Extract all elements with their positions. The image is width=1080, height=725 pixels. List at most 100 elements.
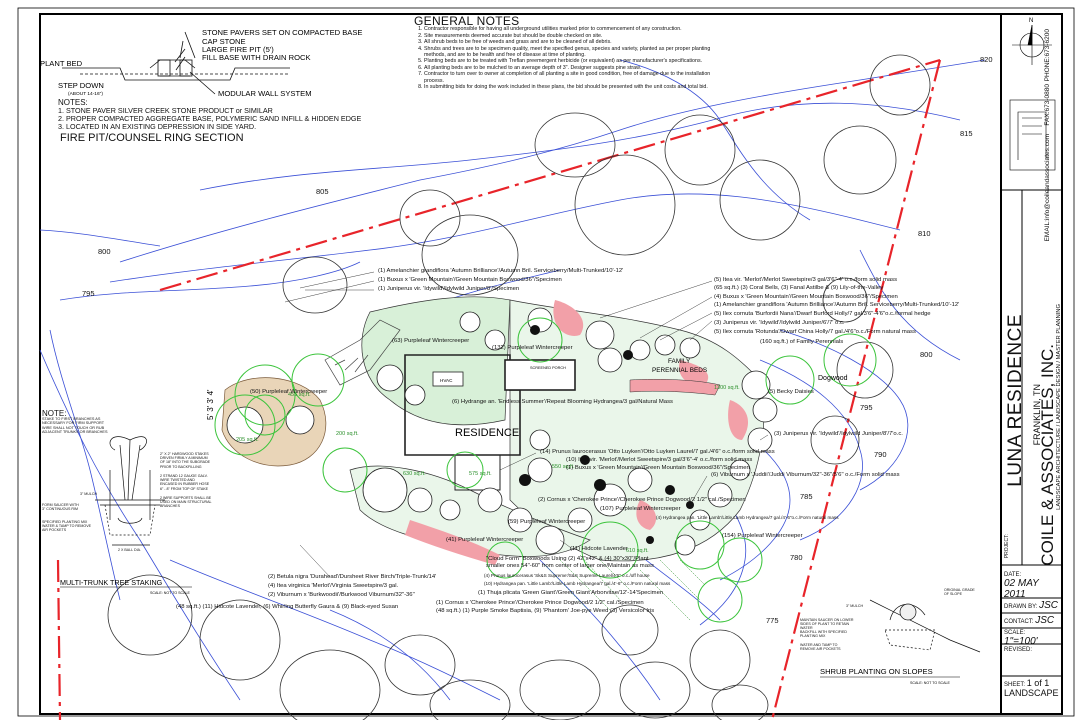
plant-label: (11) Hidcote Lavender (570, 546, 628, 552)
staking-note-title: NOTE: (42, 409, 67, 418)
svg-text:1300 sq.ft.: 1300 sq.ft. (714, 385, 740, 391)
outer-border (17, 7, 1075, 717)
title-block-rules (1000, 189, 1062, 677)
svg-text:205 sq.ft.: 205 sq.ft. (236, 437, 259, 443)
firm-name: COILE & ASSOCIATES, INC. (1038, 344, 1057, 566)
plant-label: (4) Hydrangea pan. 'Little Lamb'/Little … (656, 515, 839, 520)
plant-label: (6) Viburnum x 'Juddii'/Juddi Viburnum/3… (711, 472, 900, 478)
project-label: PROJECT: (1004, 534, 1010, 559)
screened-porch-label: SCREENED PORCH (530, 366, 566, 370)
plant-label: (1) Buxus x 'Green Mountain'/Green Mount… (566, 465, 750, 471)
walkway (324, 319, 401, 386)
dimension-label: 5' 3' 3' 4' (206, 389, 215, 420)
slopes-callout: 3" MULCH (846, 604, 864, 608)
plant-label: (107) Purpleleaf Wintercreeper (600, 506, 681, 512)
fire-pit-note: 3. LOCATED IN AN EXISTING DEPRESSION IN … (58, 122, 257, 131)
plant-label: (4) Buxus x 'Green Mountain'/Green Mount… (714, 294, 898, 300)
general-note: Site measurements deemed accurate but sh… (424, 33, 714, 39)
staking-callout: 2 STRAND 12 GAUGE GALV. WIRE TWISTED AND… (160, 474, 210, 491)
fp-callout-4: FILL BASE WITH DRAIN ROCK (202, 53, 311, 62)
slopes-callout: MAINTAIN SAUCER ON LOWER SIDES OF PLANT … (800, 618, 854, 631)
staking-callout: 2 WIRE SUPPORTS SHALL BE USED ON MAIN ST… (160, 496, 212, 509)
fire-pit-notes: NOTES: 1. STONE PAVER SILVER CREEK STONE… (58, 99, 388, 131)
general-note: In submitting bids for doing the work in… (424, 84, 714, 90)
tree-staking-detail (95, 436, 165, 546)
svg-text:800: 800 (920, 350, 933, 359)
general-note: Contractor to turn over to owner at comp… (424, 71, 714, 84)
staking-scale: SCALE: NOT TO SCALE (150, 591, 191, 595)
plant-label: (4) Itea virginica 'Merlot'/Virginia Swe… (268, 583, 399, 589)
staking-callout: FORM SAUCER WITH 3" CONTINUOUS RIM (42, 503, 79, 512)
shrub-slopes-detail (869, 599, 981, 653)
contact-row: CONTACT: JSC (1004, 615, 1060, 626)
drawn-value: JSC (1039, 600, 1059, 611)
svg-text:810: 810 (918, 229, 931, 238)
staking-note: WIRE SHALL NOT TOUCH OR RUB ADJACENT TRU… (42, 425, 108, 435)
plant-label: (5) Ilex cornuta 'Burfordii Nana'/Dwarf … (714, 311, 931, 317)
sheet-row: SHEET: 1 of 1 LANDSCAPE (1004, 678, 1060, 698)
drawn-row: DRAWN BY: JSC (1004, 600, 1060, 611)
plant-label: (41) Purpleleaf Wintercreeper (446, 537, 524, 543)
plant-label: (5) Becky Daisies (768, 389, 814, 395)
plant-label: (48 sq.ft.) (1) Purple Smoke Baptisia, (… (436, 608, 655, 614)
staking-callout: 3" MULCH (80, 492, 98, 496)
family-beds-label: FAMILY (668, 358, 691, 365)
plant-label: (4) Prunus laurocerasus 'Sk&S Supreme'/S… (484, 573, 650, 578)
plant-label: (3) Juniperus vir. 'Idywild'/Idylwild Ju… (714, 320, 845, 326)
fp-callout-3: LARGE FIRE PIT (5') (202, 45, 274, 54)
plant-label: (14) Prunus laurocerasus 'Otto Luyken'/O… (540, 449, 775, 455)
date-row: DATE: 02 MAY 2011 (1004, 572, 1060, 600)
revised-row: REVISED: (1004, 647, 1060, 653)
plant-label: (1) Amelanchier grandiflora 'Autumn Bril… (378, 268, 624, 274)
plant-label: (2) Betula nigra 'Durahead'/Dursheet Riv… (268, 574, 437, 580)
existing-trees (107, 54, 931, 725)
sheet-name: LANDSCAPE (1004, 688, 1059, 698)
general-note: Shrubs and trees are to be specimen qual… (424, 46, 714, 59)
svg-text:550 sq.ft.: 550 sq.ft. (552, 464, 575, 470)
svg-text:630 sq.ft.: 630 sq.ft. (403, 471, 426, 477)
slopes-callout: WATER AND TAMP TO REMOVE AIR POCKETS (800, 643, 841, 652)
staking-title: MULTI-TRUNK TREE STAKING (60, 578, 163, 587)
svg-text:455 sq.ft.: 455 sq.ft. (288, 392, 311, 398)
firm-contact-email: EMAIL:info@coileandassociates.com (1044, 134, 1051, 242)
scale-row: SCALE: 1"=100' (1004, 630, 1060, 647)
slopes-callout: ORIGINAL GRADE OF SLOPE (944, 588, 975, 597)
plant-label: (1) Buxus x 'Green Mountain'/Green Mount… (378, 277, 562, 283)
staking-note: STAKE TO FIRST BRANCHES AS NECESSARY FOR… (42, 416, 105, 426)
svg-text:815: 815 (960, 129, 973, 138)
general-note: Planting beds are to be treated with Tre… (424, 58, 714, 64)
plant-label: (6) Hydrange an. 'Endless Summer'/Repeat… (452, 399, 673, 405)
fire-pit-section (62, 31, 290, 95)
sheet-border (39, 13, 1063, 715)
leader-lines (284, 271, 769, 578)
plant-label: (10) Hydrangea pan. 'Little Lamb'/Little… (484, 581, 671, 586)
plant-label: smaller ones 54"-60" from center of larg… (486, 563, 654, 569)
green-trees (214, 317, 877, 623)
svg-text:785: 785 (800, 492, 813, 501)
slopes-title: SHRUB PLANTING ON SLOPES (820, 667, 933, 676)
firm-subtitle: LANDSCAPE ARCHITECTURE / LANDSCAPE DESIG… (1056, 304, 1062, 510)
fp-callout-5: MODULAR WALL SYSTEM (218, 89, 312, 98)
logo-house-icon (1009, 99, 1056, 171)
fire-pit-notes-title: NOTES: (58, 98, 88, 107)
fire-pit-section-title: FIRE PIT/COUNSEL RING SECTION (60, 132, 244, 144)
svg-text:790: 790 (874, 450, 887, 459)
general-note: All planting beds are to be mulched to a… (424, 65, 714, 71)
fire-pit-note: 2. PROPER COMPACTED AGGREGATE BASE, POLY… (58, 114, 362, 123)
fire-pit-note: 1. STONE PAVER SILVER CREEK STONE PRODUC… (58, 106, 273, 115)
title-block: PROJECT: LUNA RESIDENCE FRANKLIN, TN PHO… (1000, 14, 1064, 714)
svg-text:200 sq.ft.: 200 sq.ft. (336, 431, 359, 437)
fp-callout-1: STONE PAVERS SET ON COMPACTED BASE (202, 28, 363, 37)
plant-label: (3) Juniperus vir. 'Idywild'/Idylwild Ju… (774, 431, 903, 437)
area-labels: 455 sq.ft. 200 sq.ft. 205 sq.ft. 630 sq.… (236, 385, 740, 554)
plant-label: (132) Purpleleaf Wintercreeper (492, 345, 573, 351)
svg-text:820: 820 (980, 55, 993, 64)
step-down-sub: (ABOUT 14-16") (68, 91, 103, 97)
firm-contact-fax: FAX:673-0880 (1044, 84, 1051, 126)
sheet-value: 1 of 1 (1026, 678, 1050, 688)
dogwood-label: Dogwood (818, 375, 848, 382)
wintercreeper-hatch (544, 554, 706, 621)
general-notes: GENERAL NOTES Contractor responsible for… (414, 15, 714, 90)
